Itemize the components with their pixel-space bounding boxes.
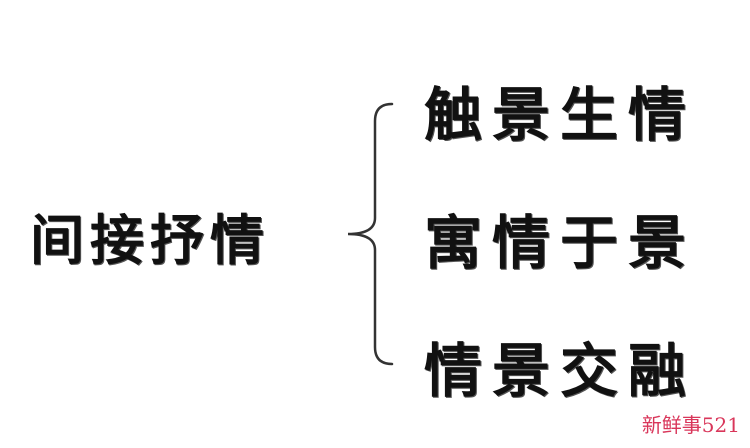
root-label: 间接抒情 <box>30 208 270 272</box>
brace-path <box>347 102 394 366</box>
branch-label: 寓情于景 <box>424 209 697 277</box>
branch-label: 情景交融 <box>424 337 697 405</box>
watermark-text: 新鲜事521 <box>641 413 740 437</box>
branch-label: 触景生情 <box>424 81 697 149</box>
